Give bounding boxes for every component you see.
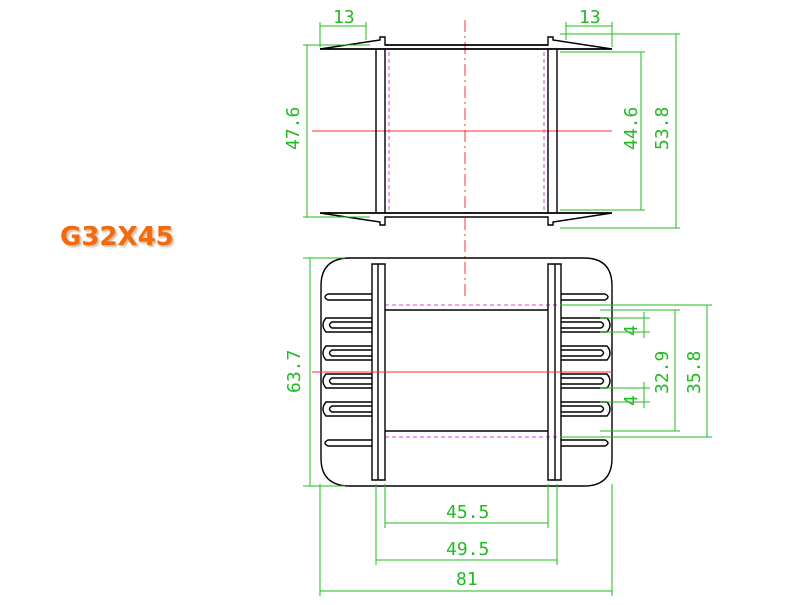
bottom-flange <box>319 212 613 226</box>
top-view: 13 13 47.6 44.6 53.8 <box>283 7 680 300</box>
dim-slot-width-lower: 4 <box>621 395 642 406</box>
dim-width-total: 81 <box>456 569 478 590</box>
top-flange <box>319 36 613 50</box>
dim-top-height-total: 53.8 <box>652 107 673 150</box>
right-slot-comb <box>561 293 611 447</box>
dim-width-inner: 45.5 <box>446 502 489 523</box>
dim-pin-span-outer: 35.8 <box>684 351 705 394</box>
left-pin-bar <box>371 263 386 481</box>
right-pin-bar <box>547 263 562 481</box>
model-title: G32X45 <box>60 222 174 252</box>
dim-top-height-outer: 47.6 <box>283 107 304 150</box>
dim-top-right-flange: 13 <box>579 7 601 28</box>
dim-top-left-flange: 13 <box>333 7 355 28</box>
dim-pin-span-inner: 32.9 <box>652 351 673 394</box>
dim-width-mid: 49.5 <box>446 539 489 560</box>
dim-top-height-inner: 44.6 <box>621 107 642 150</box>
base-outline <box>320 257 613 487</box>
dim-bottom-height: 63.7 <box>284 350 305 393</box>
left-slot-comb <box>322 293 372 447</box>
bottom-view: 63.7 4 4 32.9 35.8 45.5 <box>284 257 712 596</box>
dim-slot-width-upper: 4 <box>621 325 642 336</box>
